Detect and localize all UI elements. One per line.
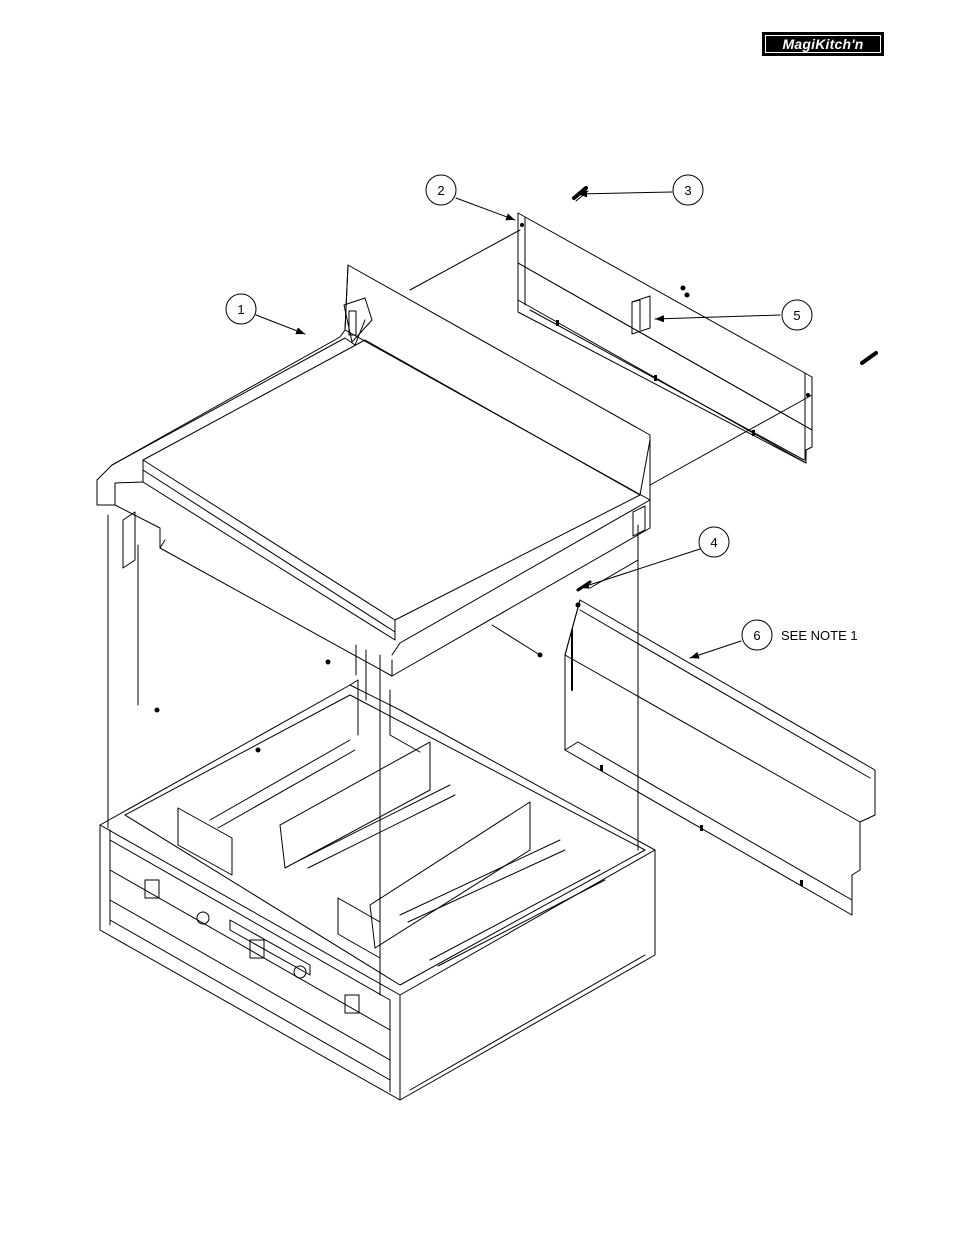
rear-back-panel [518,188,876,463]
callout-5-number: 5 [793,308,800,323]
callout-6: 6 SEE NOTE 1 [742,620,858,650]
bolt-icon [574,188,588,201]
callout-6-note: SEE NOTE 1 [781,628,858,643]
callout-1: 1 [226,294,256,324]
mounting-bracket [632,286,689,334]
callout-3-number: 3 [684,183,691,198]
callout-5: 5 [782,300,812,330]
assembly-guide-lines [108,230,812,995]
bolt-icon [862,353,876,363]
callout-4: 4 [699,527,729,557]
griddle-top [97,265,650,712]
callout-2: 2 [426,175,456,205]
callout-2-number: 2 [437,183,444,198]
callout-3: 3 [673,175,703,205]
callout-6-number: 6 [753,628,760,643]
base-cabinet [100,680,655,1100]
screw-icon [578,582,590,590]
callout-4-number: 4 [710,535,717,550]
callout-1-number: 1 [237,302,244,317]
